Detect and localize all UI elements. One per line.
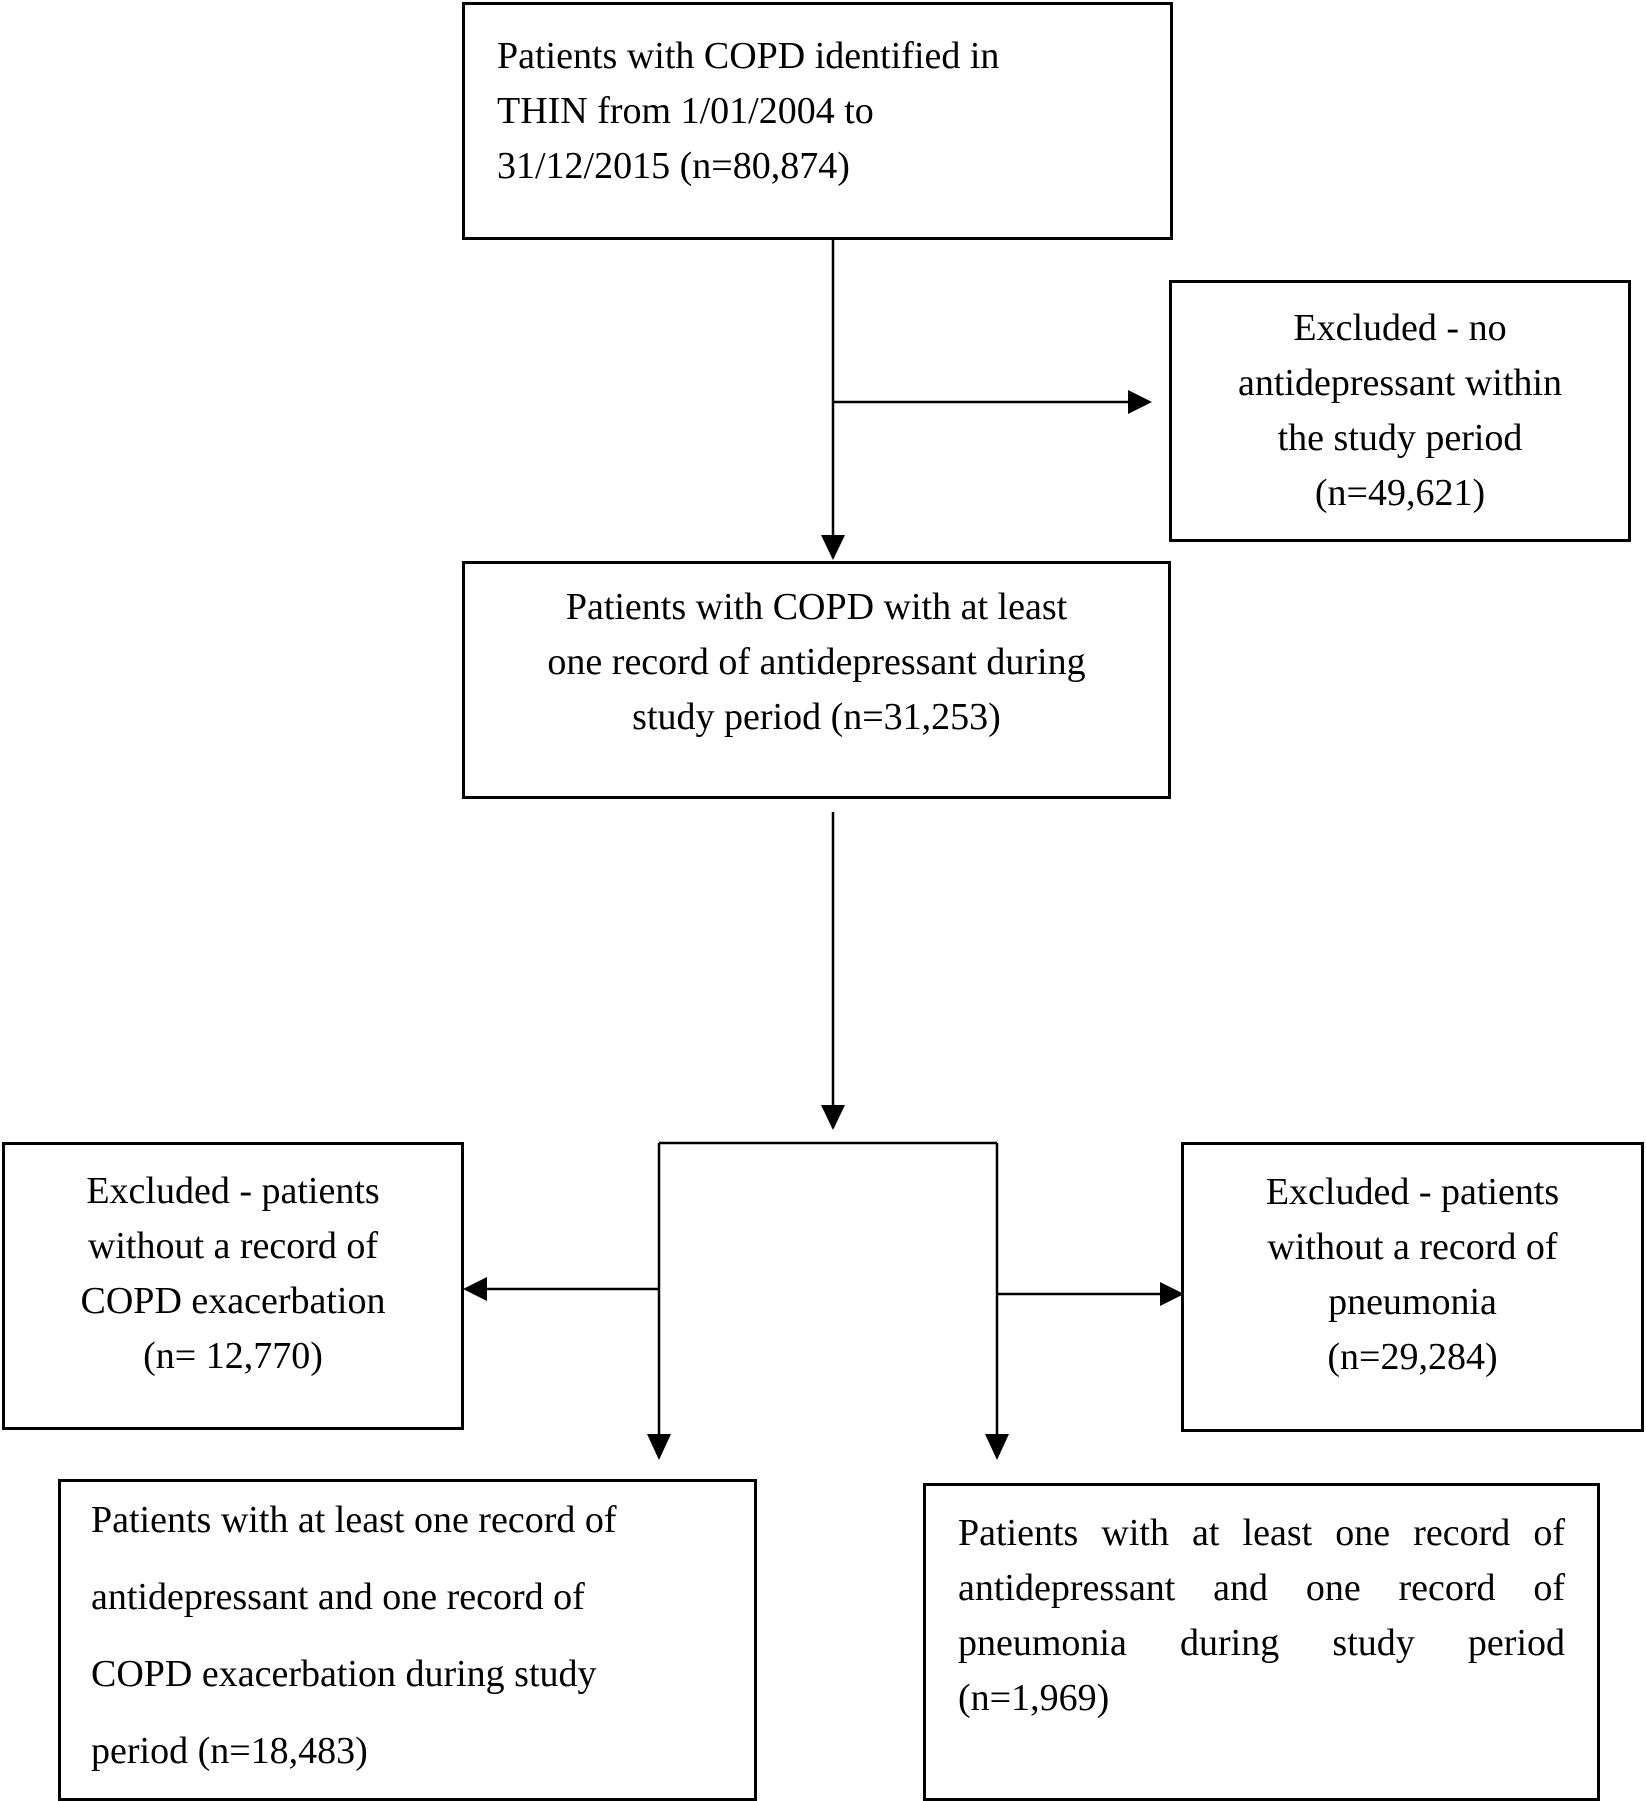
node-exacerbation-cohort: Patients with at least one record of ant…	[58, 1479, 757, 1801]
node-antidepressant-cohort: Patients with COPD with at least one rec…	[462, 561, 1171, 799]
node-pneumonia-cohort: Patients with at least one record of ant…	[923, 1483, 1600, 1801]
node-line: Patients with COPD identified in	[497, 34, 1000, 77]
node-cohort: Patients with COPD identified in THIN fr…	[462, 2, 1173, 240]
arrowhead-down	[647, 1434, 671, 1460]
node-line: antidepressant within	[1238, 362, 1562, 404]
node-line: Excluded - no	[1293, 307, 1507, 349]
node-line: pneumonia	[1328, 1281, 1497, 1323]
node-line: antidepressant and one record of	[91, 1576, 585, 1618]
node-line: Excluded - patients	[1265, 1171, 1560, 1213]
node-line: COPD exacerbation during study	[91, 1653, 597, 1695]
node-line: study period (n=31,253)	[632, 695, 1001, 738]
node-excluded-no-exacerbation: Excluded - patients without a record of …	[2, 1142, 464, 1430]
node-line: (n=1,969)	[958, 1677, 1110, 1719]
arrowhead-down	[821, 535, 845, 560]
node-line: 31/12/2015 (n=80,874)	[497, 144, 850, 187]
node-line: Patients with at least one record of	[91, 1499, 617, 1541]
arrowhead-down	[985, 1434, 1009, 1460]
arrowhead-right	[1160, 1282, 1184, 1306]
node-line: (n= 12,770)	[143, 1335, 323, 1377]
node-excluded-no-antidepressant: Excluded - no antidepressant within the …	[1169, 280, 1631, 542]
node-line: THIN from 1/01/2004 to	[497, 89, 874, 132]
node-line: Patients with at least one record of	[958, 1512, 1565, 1554]
arrowhead-right	[1128, 390, 1152, 414]
node-line: pneumonia during study period	[958, 1622, 1565, 1664]
node-line: Patients with COPD with at least	[565, 585, 1068, 628]
node-line: period (n=18,483)	[91, 1730, 368, 1772]
node-line: Excluded - patients	[86, 1170, 380, 1212]
node-excluded-no-pneumonia: Excluded - patients without a record of …	[1181, 1142, 1644, 1432]
node-line: without a record of	[87, 1225, 379, 1267]
arrowhead-left	[463, 1277, 487, 1301]
node-line: (n=49,621)	[1314, 472, 1486, 514]
node-line: (n=29,284)	[1327, 1336, 1498, 1378]
node-line: antidepressant and one record of	[958, 1567, 1565, 1609]
node-line: the study period	[1277, 417, 1523, 459]
node-line: one record of antidepressant during	[547, 640, 1086, 683]
arrowhead-down	[821, 1105, 845, 1130]
node-line: without a record of	[1267, 1226, 1558, 1268]
node-line: COPD exacerbation	[80, 1280, 386, 1322]
